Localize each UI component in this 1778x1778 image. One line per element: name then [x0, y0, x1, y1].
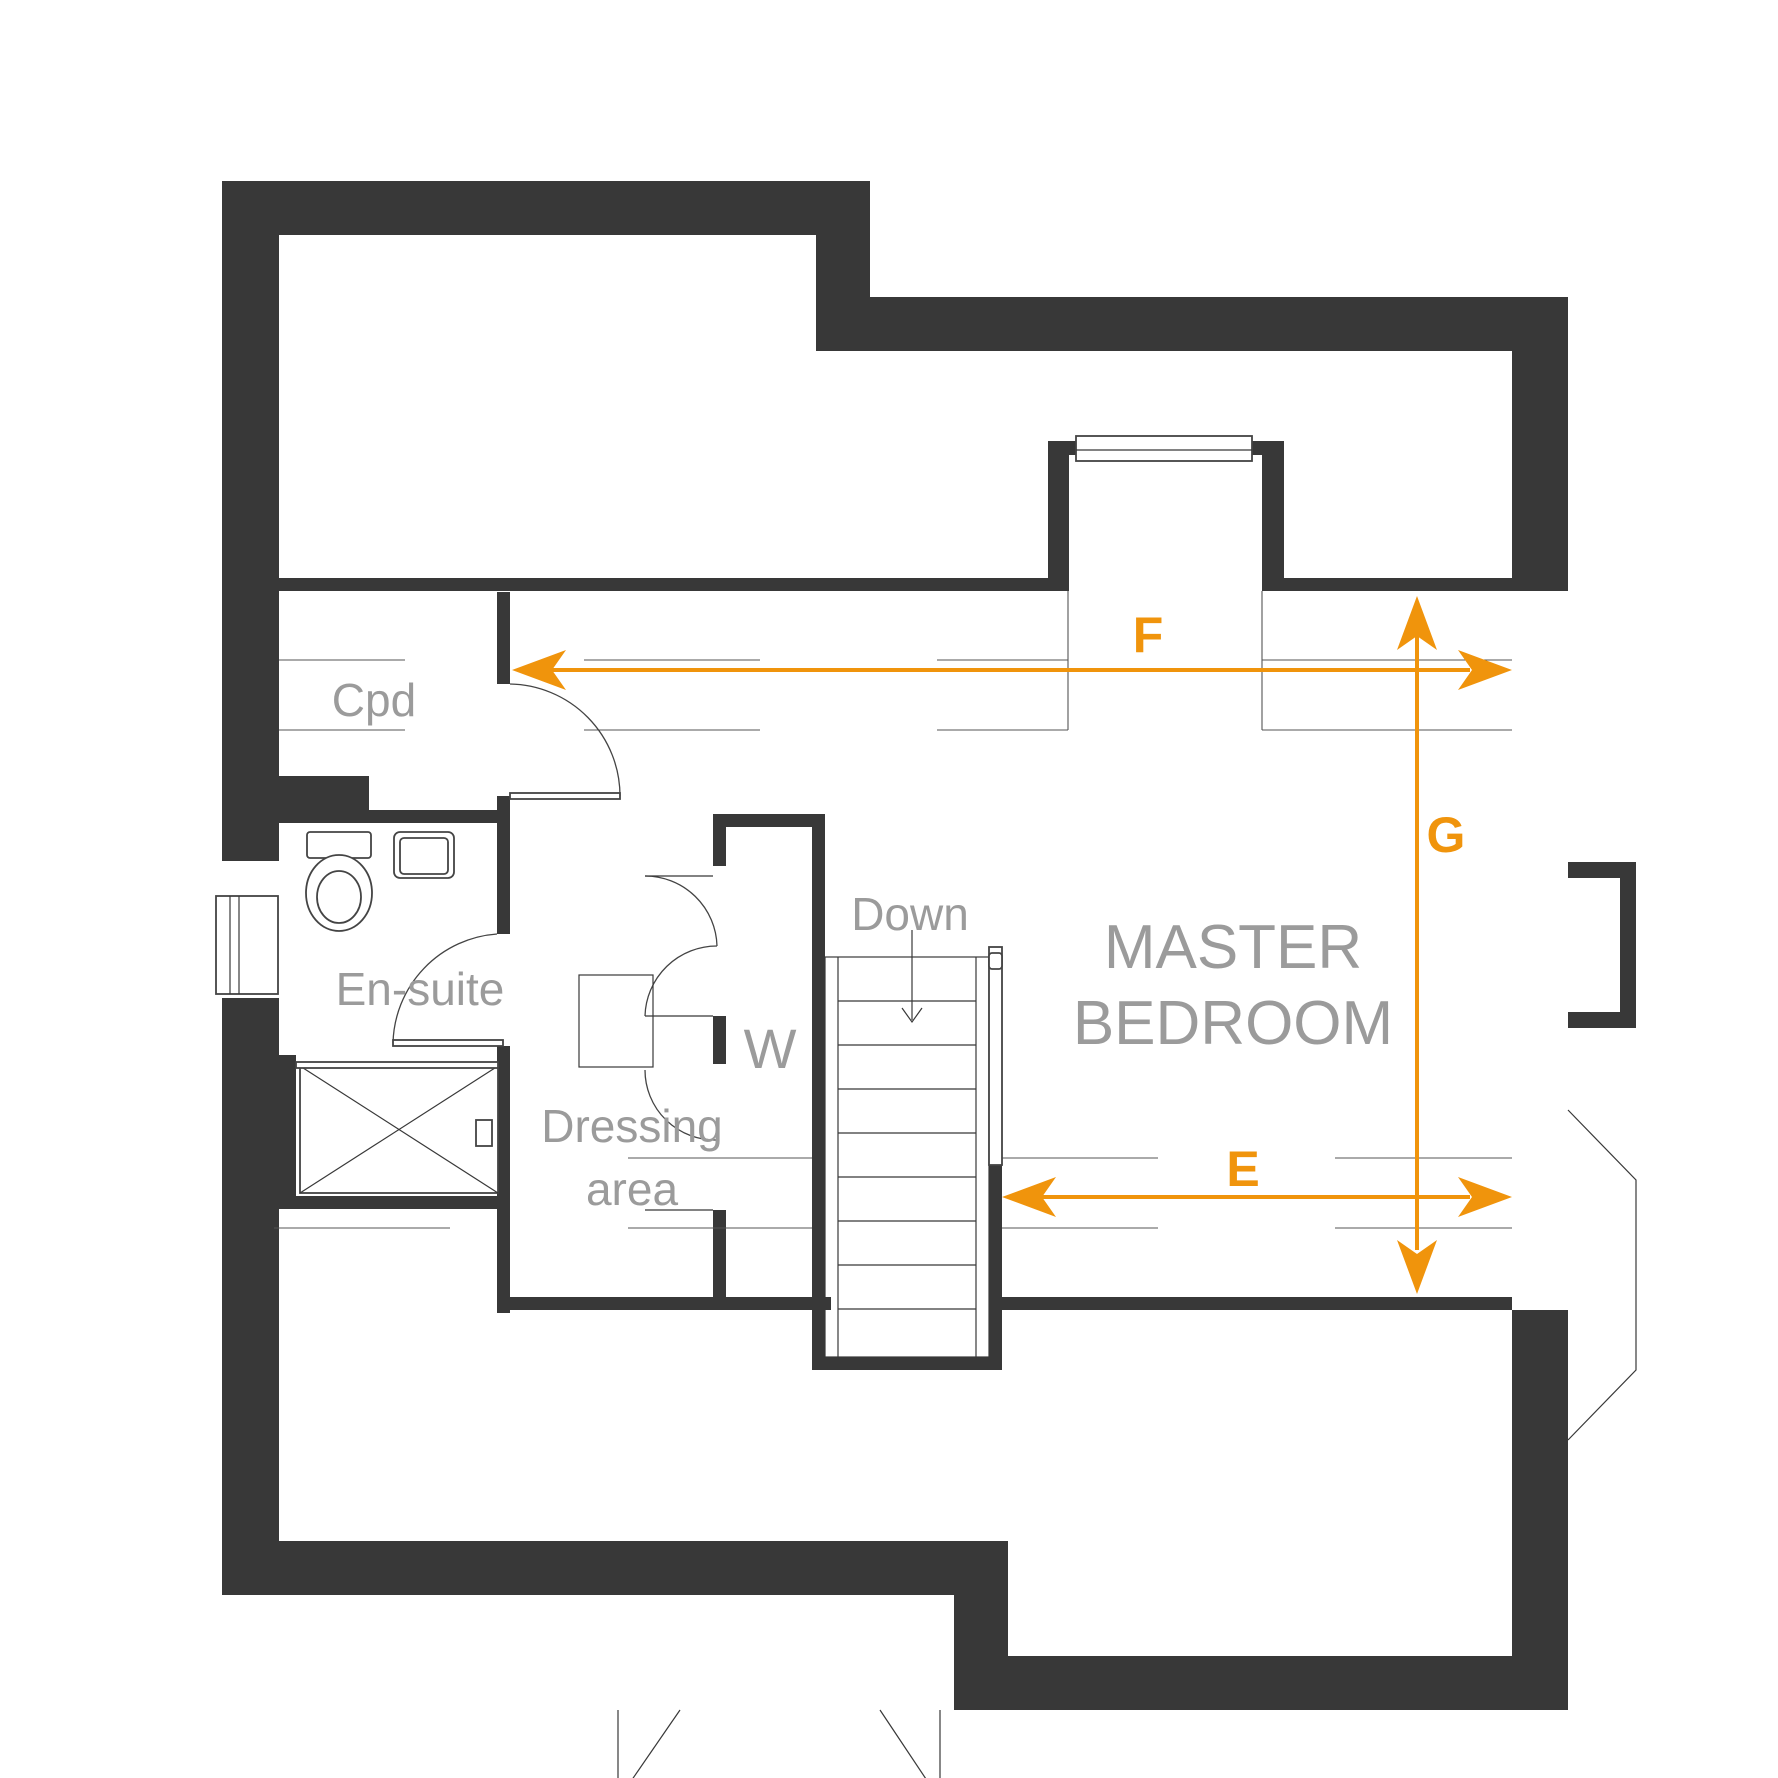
ensuite-label: En-suite — [336, 963, 505, 1015]
dressing-label-line2: area — [586, 1163, 678, 1215]
wardrobe-door-mid — [644, 945, 718, 1017]
dimension-g — [1397, 596, 1437, 1294]
wardrobe-door-low — [644, 1069, 718, 1141]
ensuite-door-swing — [392, 933, 498, 1044]
dimension-f-label: F — [1133, 607, 1164, 663]
cupboard-door-swing — [509, 683, 621, 797]
dimension-f — [512, 650, 1512, 690]
wardrobe-label: W — [744, 1017, 797, 1080]
master-bedroom-label-line2: BEDROOM — [1073, 989, 1393, 1058]
dimension-e-label: E — [1226, 1141, 1259, 1197]
master-bedroom-label-line1: MASTER — [1104, 913, 1362, 982]
staircase — [824, 930, 1003, 1358]
dressing-label-line1: Dressing — [541, 1100, 723, 1152]
stairs-label: Down — [851, 888, 969, 940]
doors — [392, 683, 726, 1211]
dressing-table — [578, 974, 654, 1068]
dimension-g-label: G — [1427, 807, 1466, 863]
wardrobe-door-top — [644, 875, 718, 947]
cupboard-label: Cpd — [332, 674, 416, 726]
windows — [215, 435, 1637, 1778]
dimension-e — [1002, 1177, 1512, 1217]
outer-walls — [222, 181, 1636, 1710]
bathroom-fixtures — [295, 831, 499, 1194]
